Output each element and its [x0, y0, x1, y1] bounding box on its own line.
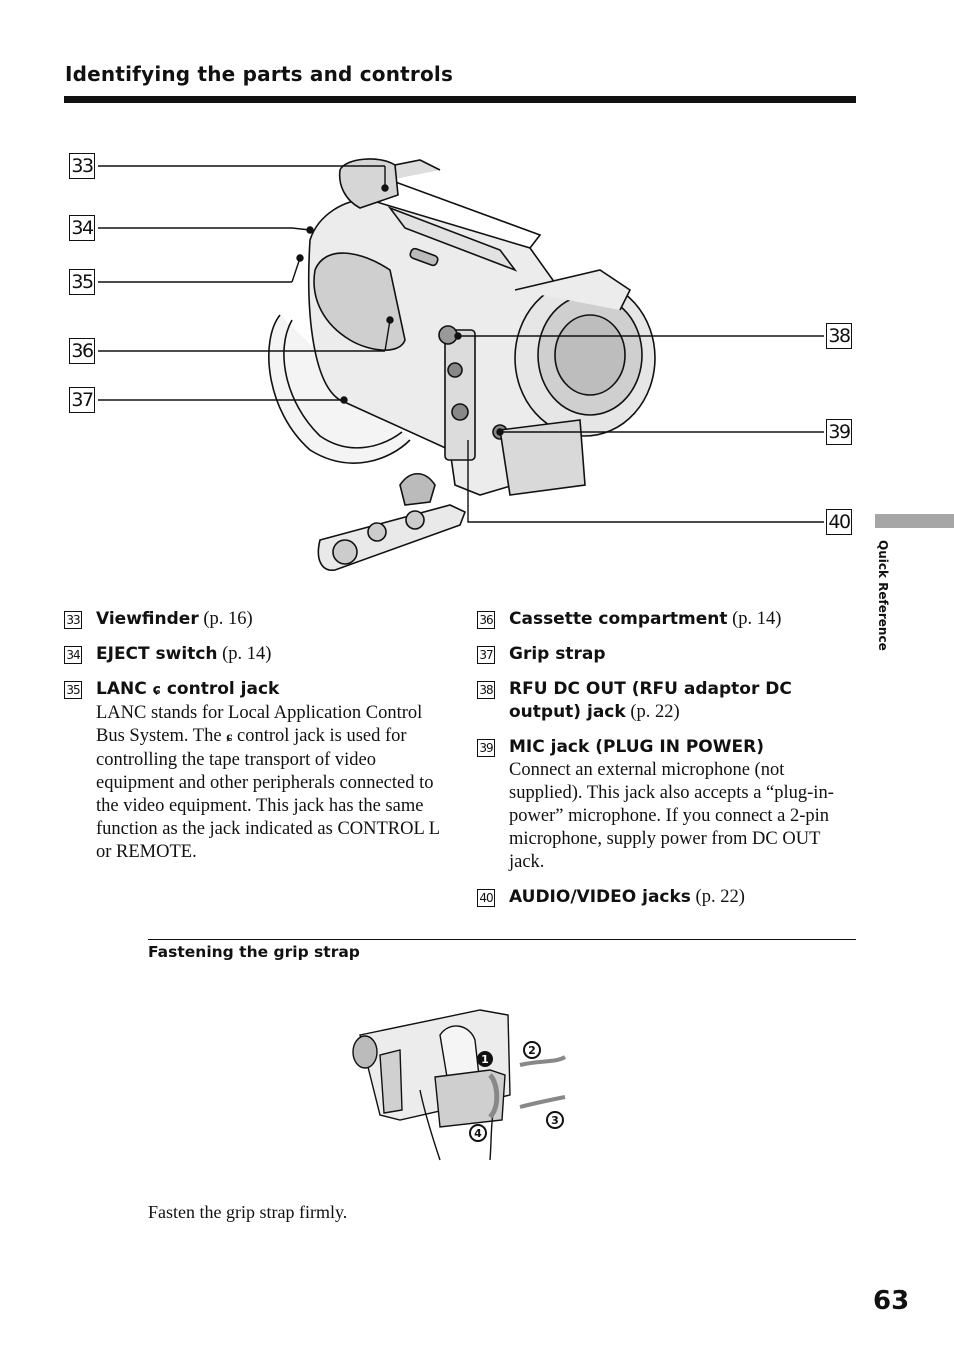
- callout-37: 37: [69, 387, 95, 413]
- step-3: 3: [551, 1114, 559, 1127]
- list-item: 38 RFU DC OUT (RFU adaptor DC output) ja…: [477, 678, 857, 724]
- description-part-1: LANC stands for Local Application Contro…: [96, 703, 423, 746]
- callout-36: 36: [69, 338, 95, 364]
- side-label: Quick Reference: [874, 540, 890, 670]
- page-number: 63: [873, 1286, 910, 1316]
- list-item: 39 MIC jack (PLUG IN POWER) Connect an e…: [477, 736, 857, 874]
- side-tab-marker: [875, 514, 954, 528]
- item-name-prefix: LANC: [96, 679, 147, 699]
- callout-33: 33: [69, 153, 95, 179]
- item-name: Cassette compartment: [509, 609, 728, 629]
- item-number: 40: [477, 889, 495, 907]
- callout-34: 34: [69, 215, 95, 241]
- item-number: 34: [64, 646, 82, 664]
- callout-38: 38: [826, 323, 852, 349]
- page-reference: (p. 16): [203, 609, 253, 629]
- item-name: Viewfinder: [96, 609, 199, 629]
- list-item: 36 Cassette compartment (p. 14): [477, 608, 857, 631]
- item-number: 38: [477, 681, 495, 699]
- item-number: 37: [477, 646, 495, 664]
- item-name: RFU DC OUT (RFU adaptor DC output) jack: [509, 679, 792, 722]
- subsection-heading: Fastening the grip strap: [148, 943, 360, 961]
- page-reference: (p. 22): [630, 702, 680, 722]
- item-name: LANC ɕ control jack: [96, 679, 279, 699]
- item-name: AUDIO/VIDEO jacks: [509, 887, 691, 907]
- section-title: Identifying the parts and controls: [65, 62, 454, 86]
- list-item: 35 LANC ɕ control jack LANC stands for L…: [64, 678, 444, 864]
- item-name-suffix: control jack: [166, 679, 280, 699]
- subsection-rule: [148, 939, 856, 940]
- list-item: 37 Grip strap: [477, 643, 857, 666]
- list-item: 40 AUDIO/VIDEO jacks (p. 22): [477, 886, 857, 909]
- page-reference: (p. 14): [222, 644, 272, 664]
- callout-40: 40: [826, 509, 852, 535]
- item-number: 33: [64, 611, 82, 629]
- step-4: 4: [474, 1127, 482, 1140]
- grip-strap-caption: Fasten the grip strap firmly.: [148, 1202, 348, 1222]
- item-description: LANC stands for Local Application Contro…: [96, 702, 444, 864]
- item-name: EJECT switch: [96, 644, 218, 664]
- item-name: Grip strap: [509, 644, 606, 664]
- page-reference: (p. 22): [695, 887, 745, 907]
- list-item: 33 Viewfinder (p. 16): [64, 608, 444, 631]
- item-description: Connect an external microphone (not supp…: [509, 760, 834, 872]
- title-rule: [64, 96, 856, 103]
- parts-list-right: 36 Cassette compartment (p. 14) 37 Grip …: [477, 608, 857, 921]
- grip-strap-illustration: 1 2 3 4: [352, 1009, 567, 1161]
- side-label-text: Quick Reference: [876, 540, 890, 651]
- lanc-icon: ɕ: [152, 682, 161, 698]
- camcorder-diagram: [98, 158, 824, 571]
- step-1: 1: [481, 1053, 489, 1066]
- item-name: MIC jack (PLUG IN POWER): [509, 737, 764, 757]
- item-number: 35: [64, 681, 82, 699]
- description-part-2: control jack is used for controlling the…: [96, 726, 440, 862]
- list-item: 34 EJECT switch (p. 14): [64, 643, 444, 666]
- step-2: 2: [528, 1044, 536, 1057]
- item-number: 39: [477, 739, 495, 757]
- lanc-icon: ɕ: [226, 730, 233, 745]
- page-reference: (p. 14): [732, 609, 782, 629]
- callout-39: 39: [826, 419, 852, 445]
- item-number: 36: [477, 611, 495, 629]
- parts-list-left: 33 Viewfinder (p. 16) 34 EJECT switch (p…: [64, 608, 444, 876]
- callout-35: 35: [69, 269, 95, 295]
